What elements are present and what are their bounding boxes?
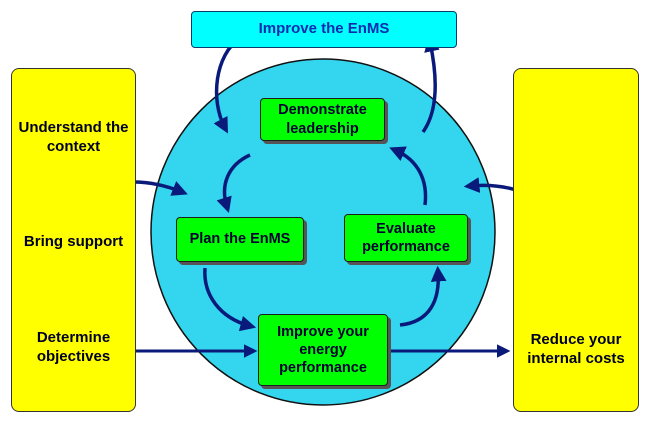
arrow-plan-to-improve	[203, 267, 257, 332]
arrow-demonstrate-to-top	[421, 35, 440, 134]
determine-objectives-label: Determine objectives	[36, 329, 111, 365]
plan-enms-box: Plan the EnMS	[176, 217, 304, 262]
demonstrate-leadership-label: Demonstrate leadership	[278, 102, 367, 137]
evaluate-performance-box: Evaluate performance	[344, 214, 468, 262]
arrow-evaluate-to-demonstrate	[389, 146, 428, 206]
improve-energy-performance-label: Improve your energy performance	[277, 323, 369, 377]
bring-support-label: Bring support	[23, 233, 124, 250]
reduce-costs-label: Reduce your internal costs	[527, 331, 625, 367]
right-panel: Reduce your internal costs	[513, 68, 639, 412]
understand-context-label: Understand the context	[18, 119, 129, 155]
improve-enms-label: Improve the EnMS	[258, 20, 390, 38]
demonstrate-leadership-box: Demonstrate leadership	[260, 98, 385, 141]
left-panel: Understand the context Bring support Det…	[11, 68, 136, 412]
arrow-improve-to-evaluate	[399, 265, 447, 327]
improve-enms-box: Improve the EnMS	[191, 11, 457, 48]
improve-energy-performance-box: Improve your energy performance	[258, 314, 388, 386]
plan-enms-label: Plan the EnMS	[189, 231, 291, 248]
arrow-demonstrate-to-plan	[216, 153, 251, 214]
evaluate-performance-label: Evaluate performance	[362, 220, 450, 255]
